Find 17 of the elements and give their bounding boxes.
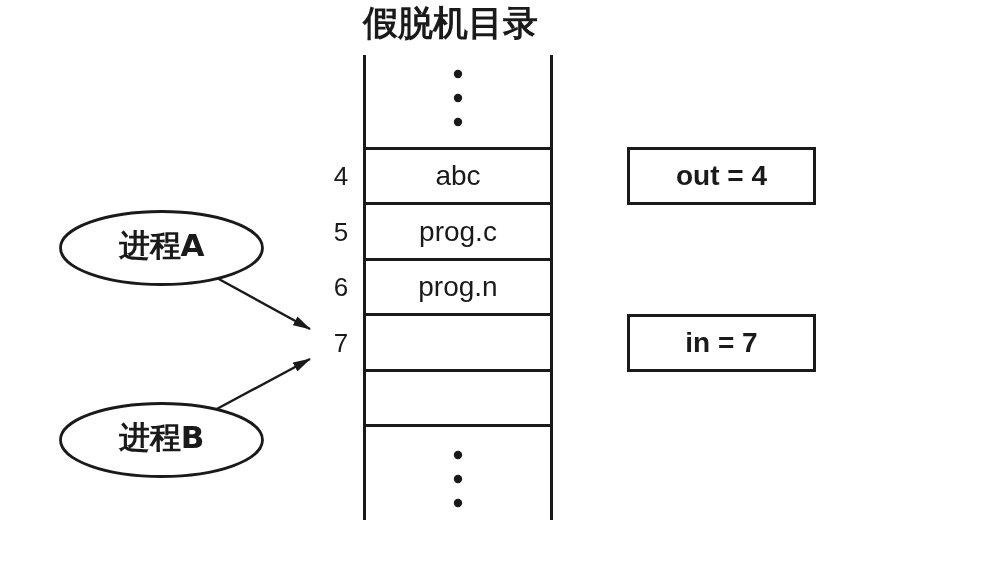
directory-entry: prog.c [363, 205, 553, 261]
variable-box: in = 7 [627, 314, 816, 372]
directory-slot [363, 427, 553, 520]
row-number: 4 [332, 161, 350, 192]
directory-entry: prog.n [363, 261, 553, 316]
process-ellipse: 进程B [59, 402, 264, 478]
row-number: 7 [332, 328, 350, 358]
directory-slot [363, 372, 553, 427]
directory-slot [363, 55, 553, 150]
column-heading: 假脱机目录 [363, 2, 538, 44]
process-ellipse: 进程A [59, 210, 264, 286]
directory-slot [363, 316, 553, 372]
row-number: 6 [332, 272, 350, 303]
variable-box: out = 4 [627, 147, 816, 205]
directory-entry: abc [363, 150, 553, 205]
arrow [216, 357, 311, 411]
row-number: 5 [332, 217, 350, 247]
